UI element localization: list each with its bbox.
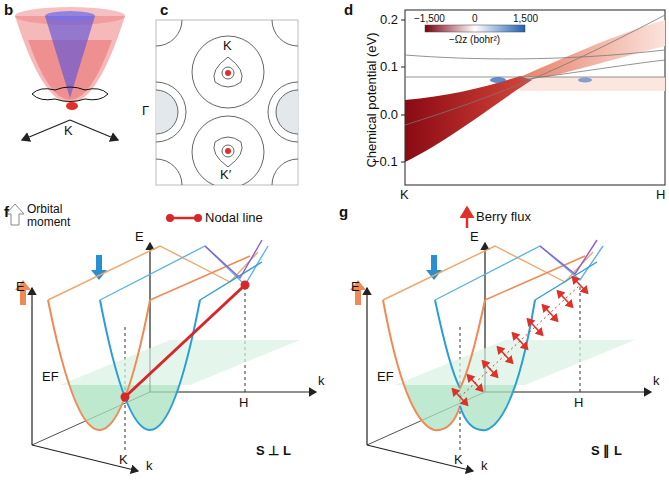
k-point: K <box>223 39 232 53</box>
fermi-label: EF <box>377 370 394 384</box>
k-point: H <box>239 396 248 410</box>
axis-label: k <box>146 459 153 473</box>
legend-text: Orbital moment <box>27 203 83 228</box>
axis-label: k <box>653 374 660 388</box>
axis-label: k <box>318 374 325 388</box>
gamma-point: Γ <box>142 104 149 118</box>
berry-flux-arrow <box>558 291 573 307</box>
panel-letter: b <box>4 2 13 19</box>
berry-flux-arrow <box>543 305 558 321</box>
axis-label: E <box>470 230 479 244</box>
axis-tick: H <box>656 188 665 202</box>
berry-flux-arrow <box>513 333 528 349</box>
axis-label: E <box>135 230 144 244</box>
axis-title: Chemical potential (eV) <box>365 32 379 167</box>
config-label: S ∥ L <box>591 444 622 458</box>
panel-letter: d <box>344 2 353 19</box>
berry-flux-line <box>460 285 580 397</box>
colorbar-tick: 1,500 <box>513 13 538 24</box>
k-point: K <box>119 453 128 467</box>
berry-flux-arrow <box>528 319 543 335</box>
panel-letter: g <box>339 204 348 221</box>
k-point: H <box>574 396 583 410</box>
axis-label: E <box>351 280 360 294</box>
legend-text: Nodal line <box>205 211 263 225</box>
k-point: K′ <box>220 168 231 182</box>
k-point: K <box>64 124 73 138</box>
legend-text: Berry flux <box>476 210 531 224</box>
colorbar-tick: 0 <box>472 13 478 24</box>
config-label: S ⊥ L <box>256 444 291 458</box>
tick-label: 0.1 <box>380 60 398 74</box>
panel-letter: f <box>4 204 9 221</box>
colorbar-title: −Ωz (bohr²) <box>449 34 500 45</box>
fermi-label: EF <box>42 370 59 384</box>
k-point: K <box>454 453 463 467</box>
axis-label: E <box>16 280 25 294</box>
axis-tick: K <box>400 188 409 202</box>
tick-label: −0.1 <box>372 155 398 169</box>
panel-letter: c <box>160 2 168 19</box>
axis-label: k <box>481 459 488 473</box>
tick-label: 0.2 <box>380 13 398 27</box>
colorbar-tick: −1,500 <box>414 13 445 24</box>
tick-label: 0.0 <box>380 108 398 122</box>
